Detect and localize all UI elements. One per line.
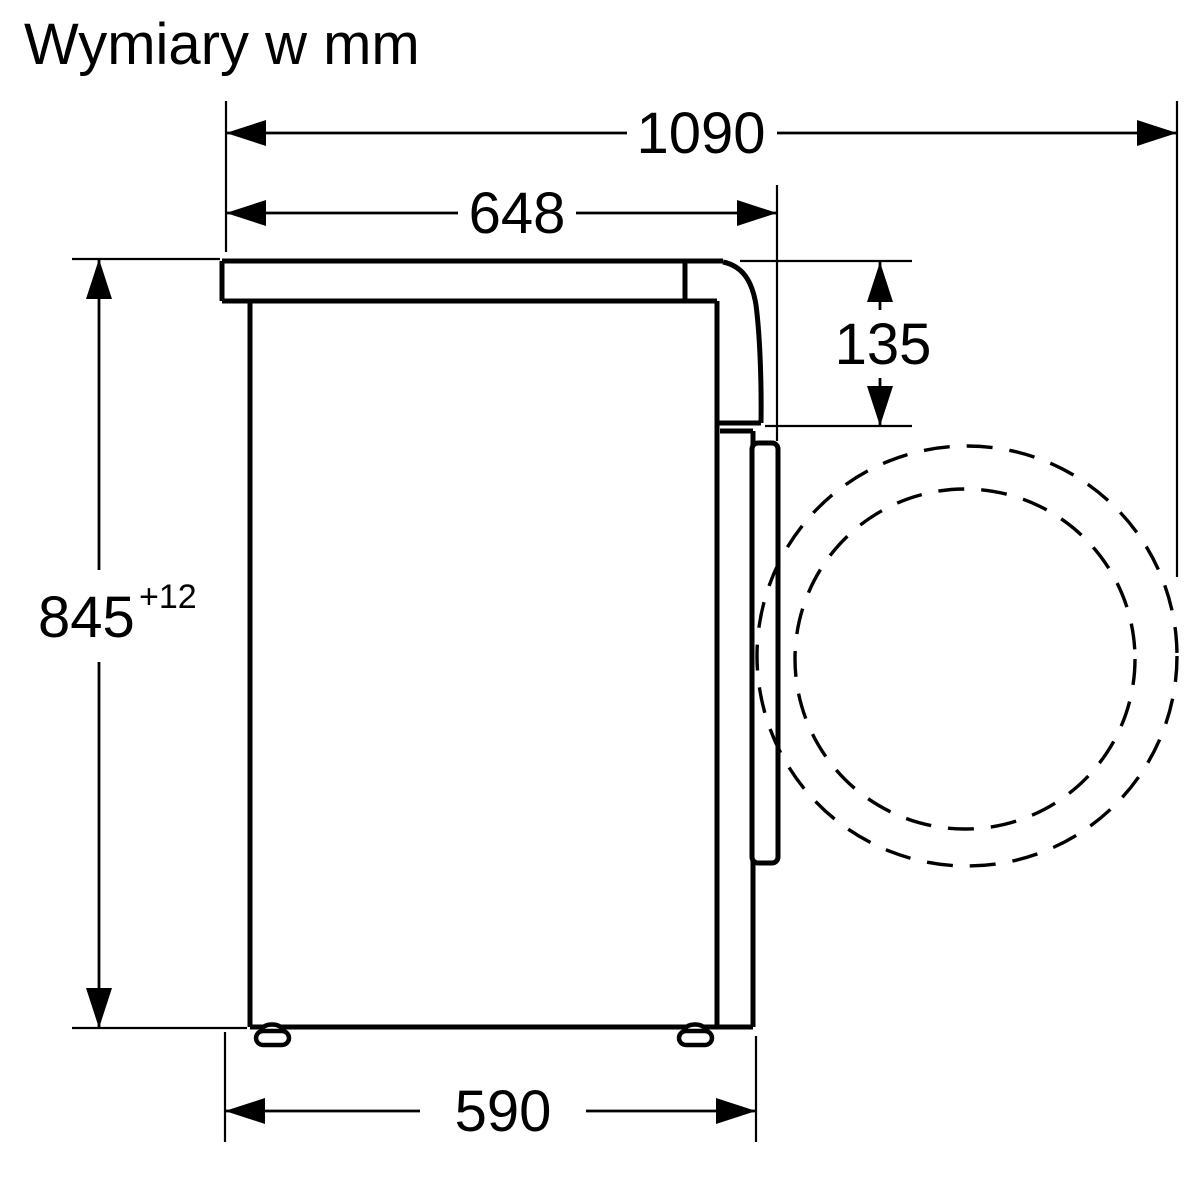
dimension-depth-with-open-door: 1090 — [226, 101, 1177, 166]
arrowhead-right — [737, 200, 777, 226]
door-swing-outer-circle — [755, 444, 1179, 868]
dim-label-845-tolerance: +12 — [139, 578, 197, 616]
door-swing-inner-circle — [793, 487, 1137, 831]
left-foot-base — [253, 1028, 292, 1048]
door-swing-circles — [755, 444, 1179, 868]
arrowhead-left — [226, 200, 266, 226]
extension-lines — [72, 101, 1179, 1142]
fascia-curve — [722, 259, 764, 424]
arrowhead-down — [86, 988, 112, 1028]
right-foot — [676, 1022, 715, 1048]
right-foot-base — [676, 1028, 715, 1048]
arrowhead-left — [226, 120, 266, 146]
left-foot — [253, 1022, 292, 1048]
arrowhead-down — [867, 386, 893, 426]
door-side-profile — [749, 440, 781, 866]
dim-label-648: 648 — [469, 181, 566, 246]
dim-label-845: 845 — [38, 585, 135, 650]
arrowhead-left — [225, 1098, 265, 1124]
machine-outline — [219, 258, 781, 1048]
dimension-control-panel-height: 135 — [835, 262, 932, 426]
diagram-title: Wymiary w mm — [24, 12, 420, 77]
dimension-top-panel-depth: 648 — [226, 181, 777, 246]
dim-label-1090: 1090 — [636, 101, 765, 166]
dim-label-590: 590 — [455, 1079, 552, 1144]
dimension-body-depth: 590 — [225, 1079, 756, 1144]
arrowhead-up — [86, 259, 112, 299]
dimension-height: 845 +12 — [38, 259, 197, 1028]
arrowhead-right — [1137, 120, 1177, 146]
arrowhead-right — [716, 1098, 756, 1124]
dim-label-135: 135 — [835, 312, 932, 377]
arrowhead-up — [867, 262, 893, 302]
